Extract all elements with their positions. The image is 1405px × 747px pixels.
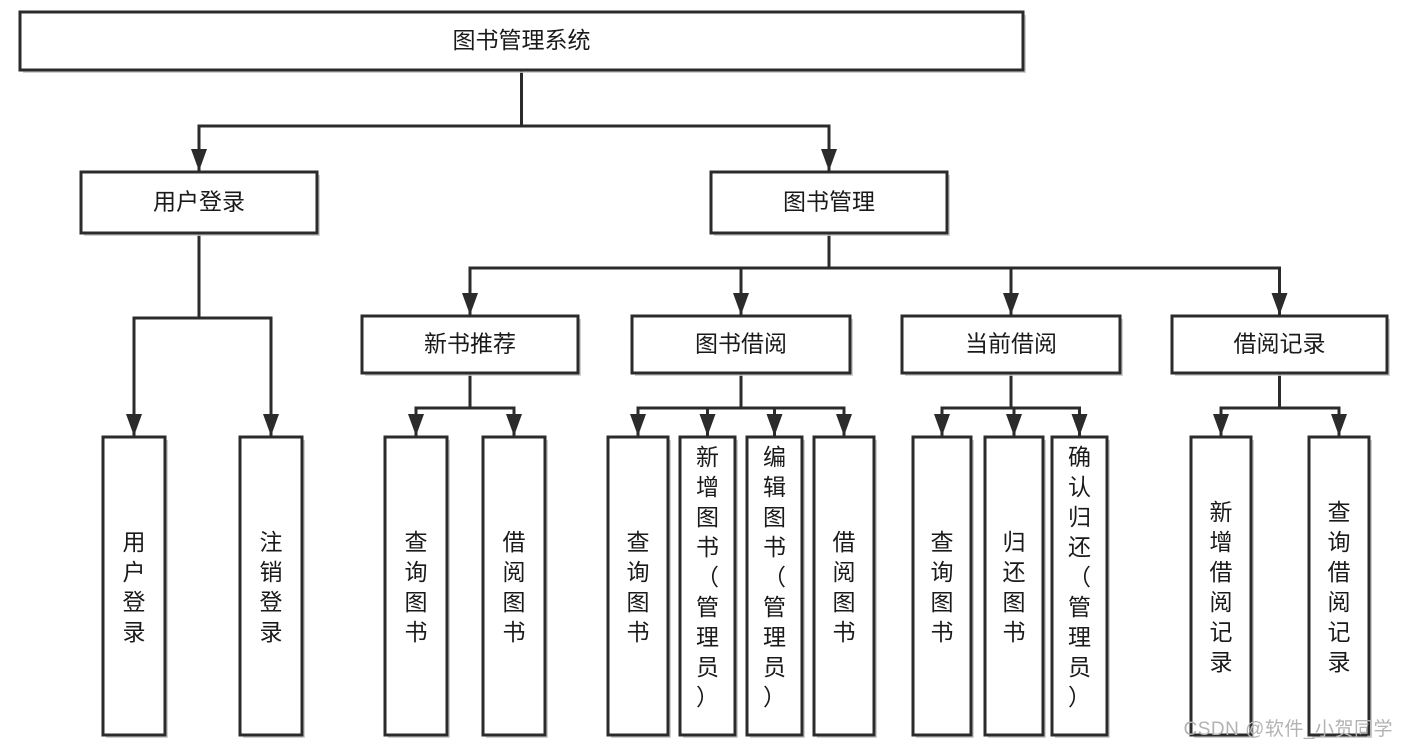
node-leaf-borrow-book-2[interactable]: 借阅图书 — [812, 435, 877, 738]
arrow-head-icon — [1213, 414, 1229, 436]
node-rect[interactable] — [911, 435, 973, 737]
node-label: 注销登录 — [260, 529, 283, 645]
node-leaf-query-record[interactable]: 查询借阅记录 — [1307, 435, 1372, 738]
node-label: 新书推荐 — [424, 331, 516, 357]
node-label: 用户登录 — [153, 189, 245, 215]
node-label: 编辑图书（管理员） — [763, 444, 786, 710]
node-leaf-query-book-3[interactable]: 查询图书 — [911, 435, 974, 738]
arrow-head-icon — [934, 414, 950, 436]
arrow-head-icon — [1331, 414, 1347, 436]
node-layer: 图书管理系统用户登录图书管理新书推荐图书借阅当前借阅借阅记录用户登录注销登录查询… — [18, 10, 1390, 738]
node-label: 查询图书 — [405, 529, 428, 645]
node-leaf-return-book[interactable]: 归还图书 — [983, 435, 1046, 738]
node-label: 借阅记录 — [1234, 331, 1326, 357]
node-label: 新增图书（管理员） — [696, 444, 719, 710]
node-leaf-add-record[interactable]: 新增借阅记录 — [1189, 435, 1254, 738]
node-rect[interactable] — [678, 435, 737, 737]
node-label: 用户登录 — [123, 529, 146, 645]
arrow-head-icon — [1071, 414, 1088, 436]
node-leaf-user-login[interactable]: 用户登录 — [101, 435, 168, 738]
node-rect[interactable] — [1189, 435, 1253, 737]
node-label: 图书管理系统 — [453, 27, 591, 53]
watermark-text: CSDN @软件_小贺同学 — [1183, 719, 1393, 740]
node-current-borrow[interactable]: 当前借阅 — [900, 314, 1123, 376]
node-label: 查询图书 — [931, 529, 954, 645]
node-rect[interactable] — [709, 170, 949, 235]
node-rect[interactable] — [79, 170, 319, 235]
node-rect[interactable] — [606, 435, 670, 737]
node-root[interactable]: 图书管理系统 — [18, 10, 1026, 73]
node-label: 当前借阅 — [965, 331, 1057, 357]
node-label: 查询图书 — [627, 529, 650, 645]
arrow-head-icon — [699, 414, 716, 436]
arrow-head-icon — [766, 414, 783, 436]
node-leaf-edit-book[interactable]: 编辑图书（管理员） — [745, 435, 805, 738]
node-rect[interactable] — [812, 435, 876, 737]
node-rect[interactable] — [360, 314, 580, 375]
node-leaf-query-book-1[interactable]: 查询图书 — [383, 435, 450, 738]
node-new-book-rec[interactable]: 新书推荐 — [360, 314, 581, 376]
node-book-manage[interactable]: 图书管理 — [709, 170, 950, 236]
node-rect[interactable] — [238, 435, 304, 737]
arrow-head-icon — [1006, 414, 1022, 436]
node-leaf-query-book-2[interactable]: 查询图书 — [606, 435, 671, 738]
node-label: 新增借阅记录 — [1210, 499, 1233, 675]
arrow-head-icon — [733, 293, 749, 315]
node-label: 借阅图书 — [833, 529, 856, 645]
node-rect[interactable] — [383, 435, 449, 737]
node-borrow-record[interactable]: 借阅记录 — [1170, 314, 1390, 376]
arrow-head-icon — [408, 414, 424, 436]
arrow-head-icon — [191, 149, 207, 171]
node-rect[interactable] — [101, 435, 167, 737]
arrow-head-icon — [1271, 293, 1288, 315]
arrow-head-icon — [630, 414, 646, 436]
node-rect[interactable] — [1050, 435, 1109, 737]
arrow-head-icon — [821, 149, 837, 171]
node-label: 确认归还（管理员） — [1068, 444, 1091, 710]
node-leaf-logout[interactable]: 注销登录 — [238, 435, 305, 738]
node-rect[interactable] — [1170, 314, 1389, 375]
node-leaf-borrow-book-1[interactable]: 借阅图书 — [481, 435, 548, 738]
node-rect[interactable] — [630, 314, 852, 375]
node-leaf-confirm-return[interactable]: 确认归还（管理员） — [1050, 435, 1110, 738]
node-label: 查询借阅记录 — [1328, 499, 1351, 675]
arrow-head-icon — [462, 293, 478, 315]
node-leaf-add-book[interactable]: 新增图书（管理员） — [678, 435, 738, 738]
node-rect[interactable] — [900, 314, 1122, 375]
arrow-head-icon — [836, 414, 852, 436]
node-rect[interactable] — [1307, 435, 1371, 737]
node-rect[interactable] — [983, 435, 1045, 737]
arrow-head-icon — [126, 414, 142, 436]
node-rect[interactable] — [745, 435, 804, 737]
node-label: 图书借阅 — [695, 331, 787, 357]
node-rect[interactable] — [18, 10, 1025, 72]
arrow-head-icon — [506, 414, 522, 436]
node-user-login[interactable]: 用户登录 — [79, 170, 320, 236]
node-label: 图书管理 — [783, 189, 875, 215]
connector-layer — [126, 68, 1347, 438]
node-label: 借阅图书 — [503, 529, 526, 645]
arrow-head-icon — [1003, 293, 1019, 315]
node-rect[interactable] — [481, 435, 547, 737]
arrow-head-icon — [263, 414, 279, 436]
node-book-borrow[interactable]: 图书借阅 — [630, 314, 853, 376]
node-label: 归还图书 — [1003, 529, 1026, 645]
